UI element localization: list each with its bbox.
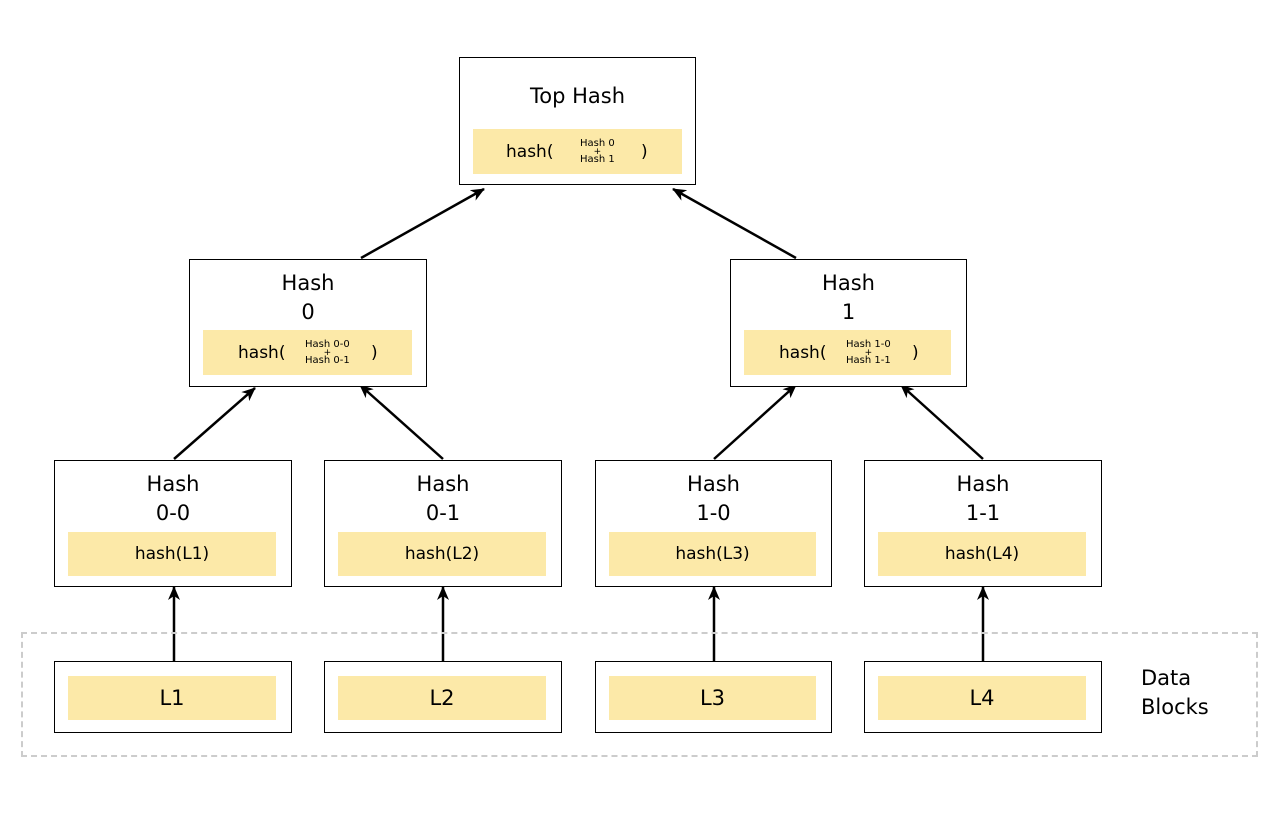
formula-plus: +	[323, 347, 332, 358]
hash-1-1-formula: hash(L4)	[878, 532, 1086, 576]
hash-0-0-node: Hash 0-0 hash(L1)	[54, 460, 292, 587]
data-blocks-label: Data Blocks	[1141, 664, 1209, 722]
formula-args: Hash 1-0 + Hash 1-1	[846, 330, 891, 375]
hash-0-1-node: Hash 0-1 hash(L2)	[324, 460, 562, 587]
hash-1-0-formula: hash(L3)	[609, 532, 816, 576]
data-block-l4: L4	[864, 661, 1102, 733]
hash-0-title-line2: 0	[301, 300, 315, 324]
hash-1-formula: hash( Hash 1-0 + Hash 1-1 )	[744, 330, 951, 375]
data-blocks-group	[21, 632, 1258, 757]
hash-1-0-title-line2: 1-0	[696, 501, 731, 525]
top-hash-formula: hash( Hash 0 + Hash 1 )	[473, 129, 682, 174]
hash-1-1-node: Hash 1-1 hash(L4)	[864, 460, 1102, 587]
arrow-hash10-to-hash1	[713, 384, 797, 460]
formula-arg1: Hash 1-0	[846, 338, 891, 350]
data-blocks-label-line1: Data	[1141, 666, 1192, 690]
hash-0-title-line1: Hash	[281, 271, 335, 295]
data-block-l1-label: L1	[159, 686, 185, 710]
hash-1-1-title-line1: Hash	[956, 472, 1010, 496]
data-block-l4-fill: L4	[878, 676, 1086, 720]
formula-args: Hash 0 + Hash 1	[580, 129, 615, 174]
hash-0-node: Hash 0 hash( Hash 0-0 + Hash 0-1 )	[189, 259, 427, 387]
formula-plus: +	[864, 347, 873, 358]
formula-arg2: Hash 0-1	[305, 354, 350, 366]
formula-arg2: Hash 1	[580, 153, 615, 165]
arrow-hash01-to-hash0	[359, 384, 444, 460]
data-block-l3-fill: L3	[609, 676, 816, 720]
data-block-l2-fill: L2	[338, 676, 546, 720]
data-block-l2-label: L2	[429, 686, 455, 710]
data-blocks-label-line2: Blocks	[1141, 695, 1209, 719]
hash-1-0-node: Hash 1-0 hash(L3)	[595, 460, 832, 587]
top-hash-title: Top Hash	[529, 84, 626, 108]
hash-0-0-formula: hash(L1)	[68, 532, 276, 576]
data-block-l2: L2	[324, 661, 562, 733]
formula-text: hash(L1)	[134, 544, 210, 564]
hash-0-formula: hash( Hash 0-0 + Hash 0-1 )	[203, 330, 412, 375]
hash-0-1-formula: hash(L2)	[338, 532, 546, 576]
formula-close: )	[912, 342, 919, 363]
hash-0-1-title-line2: 0-1	[425, 501, 461, 525]
hash-1-title-line2: 1	[841, 300, 856, 324]
formula-arg1: Hash 0	[580, 137, 615, 149]
data-block-l4-label: L4	[969, 686, 995, 710]
hash-0-0-title-line2: 0-0	[155, 501, 191, 525]
arrow-hash0-to-top	[360, 187, 485, 260]
data-block-l3: L3	[595, 661, 832, 733]
formula-close: )	[641, 141, 648, 162]
arrow-hash11-to-hash1	[900, 384, 984, 460]
hash-1-node: Hash 1 hash( Hash 1-0 + Hash 1-1 )	[730, 259, 967, 387]
formula-close: )	[371, 342, 378, 363]
hash-1-title-line1: Hash	[822, 271, 875, 295]
formula-arg2: Hash 1-1	[846, 354, 891, 366]
data-block-l1: L1	[54, 661, 292, 733]
hash-0-1-title-line1: Hash	[416, 472, 470, 496]
formula-plus: +	[593, 146, 602, 157]
data-block-l1-fill: L1	[68, 676, 276, 720]
arrow-hash1-to-top	[672, 187, 797, 260]
formula-arg1: Hash 0-0	[305, 338, 350, 350]
formula-text: hash(L4)	[944, 544, 1020, 564]
formula-text: hash(L2)	[404, 544, 480, 564]
formula-text: hash(L3)	[675, 544, 750, 564]
formula-open: hash(	[238, 342, 286, 363]
formula-open: hash(	[779, 342, 827, 363]
hash-1-0-title-line1: Hash	[687, 472, 740, 496]
data-block-l3-label: L3	[699, 686, 726, 710]
hash-0-0-title-line1: Hash	[146, 472, 200, 496]
hash-1-1-title-line2: 1-1	[965, 501, 1001, 525]
formula-open: hash(	[506, 141, 554, 162]
arrow-hash00-to-hash0	[173, 387, 256, 460]
formula-args: Hash 0-0 + Hash 0-1	[305, 330, 350, 375]
top-hash-node: Top Hash hash( Hash 0 + Hash 1 )	[459, 57, 696, 185]
